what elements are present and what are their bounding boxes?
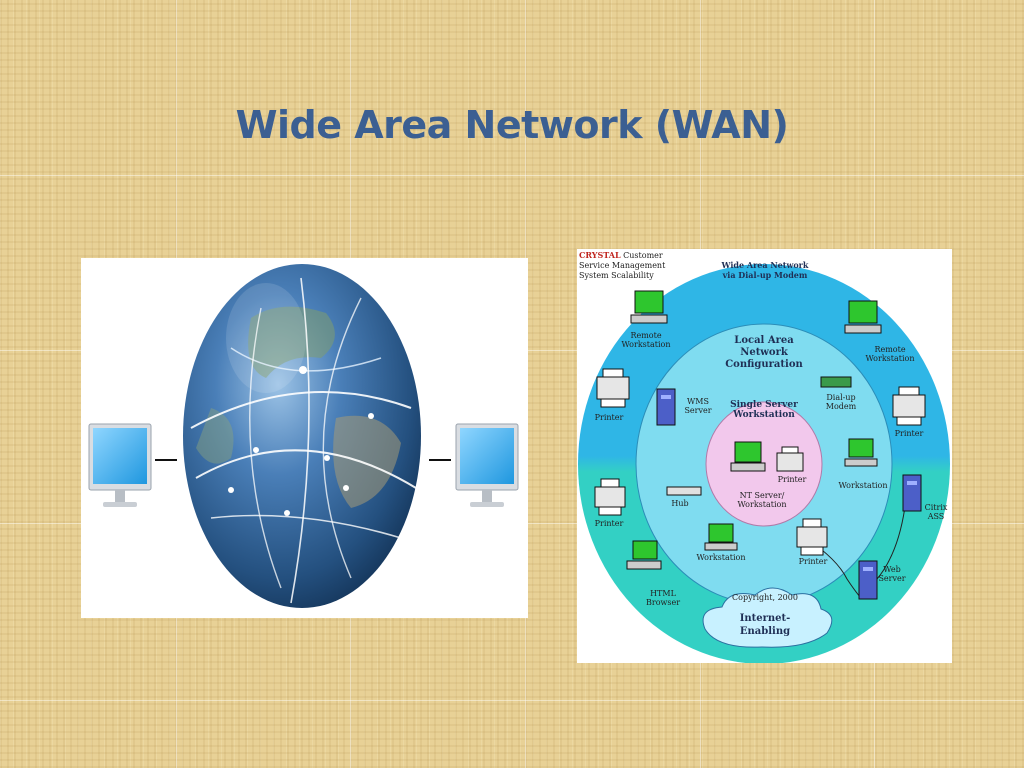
printer-icon — [596, 368, 630, 408]
node-label: Remote — [874, 345, 906, 354]
node-label: Remote — [630, 331, 662, 340]
node-label: Printer — [594, 519, 624, 528]
corner-caption: CRYSTAL Customer — [579, 250, 663, 261]
printer-icon — [776, 446, 804, 472]
server-icon — [858, 560, 878, 600]
node-label: Web — [883, 565, 901, 574]
server-icon — [902, 474, 922, 512]
node-label: Workstation — [865, 354, 915, 363]
caption-line: System Scalability — [579, 271, 654, 280]
computer-icon — [626, 540, 662, 570]
server-icon — [656, 388, 676, 426]
outer-ring-title: Wide Area Network — [721, 260, 809, 270]
computer-icon — [630, 290, 668, 324]
globe-network-image — [81, 258, 528, 618]
printer-icon — [892, 386, 926, 426]
computer-icon — [704, 523, 738, 551]
node-label: Printer — [594, 413, 624, 422]
node-label: Printer — [894, 429, 924, 438]
middle-ring-title: Network — [740, 347, 788, 358]
node-label: Printer — [777, 475, 807, 484]
node-label: Modem — [825, 402, 857, 411]
node-label: NT Server/ — [739, 491, 785, 500]
node-label: Server — [878, 574, 906, 583]
node-label: Browser — [645, 598, 681, 607]
center-title: Workstation — [733, 410, 795, 420]
computer-icon — [730, 441, 766, 472]
internet-label: Enabling — [739, 626, 791, 637]
node-label: Workstation — [621, 340, 671, 349]
computer-icon — [844, 438, 878, 467]
brand-text: CRYSTAL — [579, 250, 621, 260]
background-gridline — [0, 175, 1024, 176]
node-label: Workstation — [838, 481, 888, 490]
printer-icon — [796, 518, 828, 556]
caption-text: Customer — [620, 251, 663, 260]
copyright-label: Copyright, 2000 — [732, 593, 798, 602]
hub-icon — [666, 486, 702, 496]
caption-line: Service Management — [579, 261, 666, 270]
middle-ring-title: Configuration — [725, 359, 803, 370]
monitor-icon — [88, 423, 152, 507]
middle-ring-title: Local Area — [734, 335, 794, 346]
center-title: Single Server — [730, 400, 798, 410]
globe-icon — [183, 264, 421, 608]
internet-label: Internet- — [739, 613, 791, 624]
node-label: Citrix — [924, 503, 948, 512]
node-label: WMS — [687, 397, 709, 406]
node-label: Hub — [671, 499, 689, 508]
node-label: Printer — [798, 557, 828, 566]
node-label: HTML — [650, 589, 676, 598]
printer-icon — [594, 478, 626, 516]
modem-icon — [820, 376, 852, 388]
background-gridline — [0, 700, 1024, 701]
node-label: Workstation — [696, 553, 746, 562]
node-label: Server — [684, 406, 712, 415]
wan-lan-diagram: CRYSTAL Customer Service Management Syst… — [577, 249, 952, 663]
slide-title: Wide Area Network (WAN) — [235, 103, 789, 147]
outer-ring-subtitle: via Dial-up Modem — [722, 270, 808, 280]
internet-cloud-icon — [702, 587, 833, 648]
node-label: Dial-up — [826, 393, 856, 402]
computer-icon — [844, 300, 882, 334]
node-label: ASS — [927, 512, 945, 521]
monitor-icon — [455, 423, 519, 507]
node-label: Workstation — [737, 500, 787, 509]
